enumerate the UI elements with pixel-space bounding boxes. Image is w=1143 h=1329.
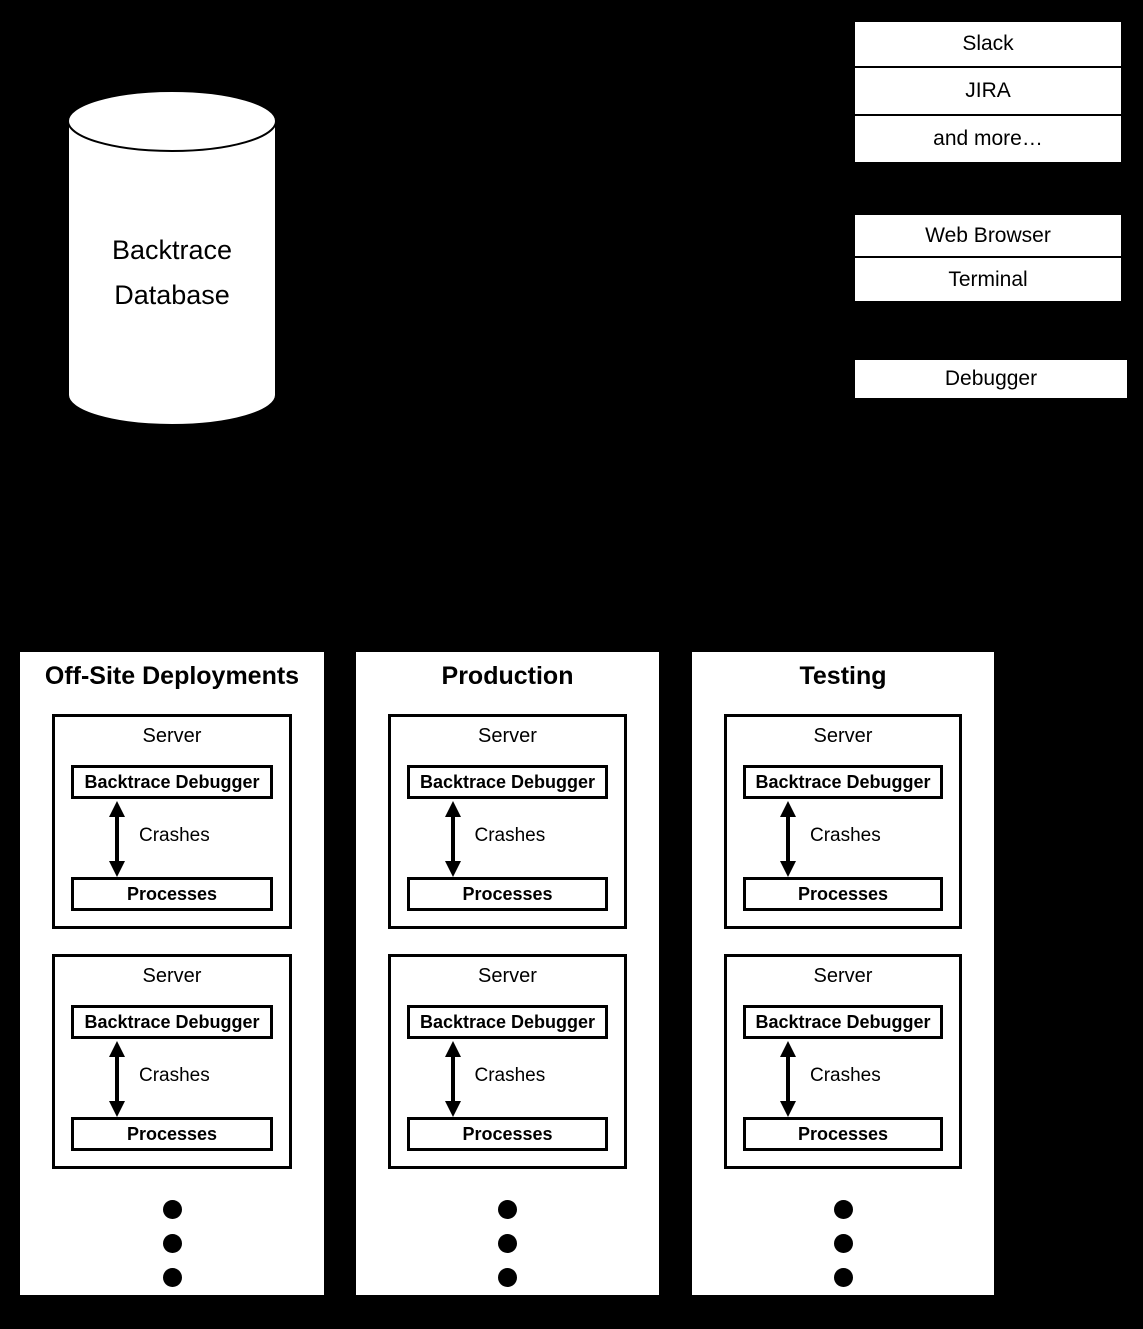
panel-title: Production <box>441 662 574 690</box>
debugger-stack: Debugger <box>853 358 1129 400</box>
cylinder-top-ellipse <box>67 90 277 152</box>
backtrace-debugger-box[interactable]: Backtrace Debugger <box>743 765 943 799</box>
database-label: Backtrace Database <box>111 235 233 310</box>
ellipsis-dot <box>833 1268 853 1287</box>
ellipsis-dot <box>162 1234 182 1253</box>
environment-panel-production: Production Server Backtrace Debugger Cra… <box>356 652 659 1295</box>
ellipsis-dots <box>356 1200 659 1287</box>
stack-item-terminal[interactable]: Terminal <box>853 258 1123 303</box>
processes-box[interactable]: Processes <box>71 1117 273 1151</box>
ellipsis-dot <box>833 1234 853 1253</box>
integrations-stack: Slack JIRA and more… <box>853 20 1123 164</box>
backtrace-debugger-box[interactable]: Backtrace Debugger <box>407 1005 608 1039</box>
panel-title: Testing <box>799 662 887 690</box>
ellipsis-dot <box>498 1268 517 1287</box>
server-box: Server Backtrace Debugger Crashes Proces… <box>52 954 292 1169</box>
crashes-double-arrow-icon <box>104 1041 130 1117</box>
processes-box[interactable]: Processes <box>743 877 943 911</box>
stack-item-debugger[interactable]: Debugger <box>853 358 1129 400</box>
backtrace-debugger-box[interactable]: Backtrace Debugger <box>71 765 273 799</box>
backtrace-debugger-box[interactable]: Backtrace Debugger <box>407 765 608 799</box>
crashes-label: Crashes <box>810 825 881 846</box>
server-box: Server Backtrace Debugger Crashes Proces… <box>388 954 627 1169</box>
server-title: Server <box>813 725 873 747</box>
server-title: Server <box>813 965 873 987</box>
stack-item-jira[interactable]: JIRA <box>853 68 1123 116</box>
server-title: Server <box>142 965 202 987</box>
ellipsis-dot <box>833 1200 853 1219</box>
database-cylinder <box>67 90 277 426</box>
ellipsis-dot <box>498 1234 517 1253</box>
crashes-label: Crashes <box>810 1065 881 1086</box>
processes-box[interactable]: Processes <box>407 1117 608 1151</box>
stack-item-web-browser[interactable]: Web Browser <box>853 213 1123 258</box>
server-box: Server Backtrace Debugger Crashes Proces… <box>52 714 292 929</box>
processes-box[interactable]: Processes <box>743 1117 943 1151</box>
server-box: Server Backtrace Debugger Crashes Proces… <box>388 714 627 929</box>
crashes-label: Crashes <box>139 825 210 846</box>
stack-item-slack[interactable]: Slack <box>853 20 1123 68</box>
server-box: Server Backtrace Debugger Crashes Proces… <box>724 714 962 929</box>
crashes-double-arrow-icon <box>775 1041 801 1117</box>
ellipsis-dot <box>162 1200 182 1219</box>
server-box: Server Backtrace Debugger Crashes Proces… <box>724 954 962 1169</box>
processes-box[interactable]: Processes <box>407 877 608 911</box>
crashes-double-arrow-icon <box>440 801 466 877</box>
crashes-label: Crashes <box>139 1065 210 1086</box>
crashes-label: Crashes <box>474 825 546 846</box>
server-title: Server <box>478 965 537 987</box>
crashes-double-arrow-icon <box>104 801 130 877</box>
stack-item-and-more[interactable]: and more… <box>853 116 1123 164</box>
clients-stack: Web Browser Terminal <box>853 213 1123 303</box>
backtrace-debugger-box[interactable]: Backtrace Debugger <box>743 1005 943 1039</box>
environment-panel-testing: Testing Server Backtrace Debugger Crashe… <box>692 652 994 1295</box>
crashes-double-arrow-icon <box>775 801 801 877</box>
processes-box[interactable]: Processes <box>71 877 273 911</box>
ellipsis-dots <box>20 1200 324 1287</box>
backtrace-debugger-box[interactable]: Backtrace Debugger <box>71 1005 273 1039</box>
ellipsis-dot <box>498 1200 517 1219</box>
panel-title: Off-Site Deployments <box>44 662 300 690</box>
ellipsis-dots <box>692 1200 994 1287</box>
crashes-double-arrow-icon <box>440 1041 466 1117</box>
crashes-label: Crashes <box>474 1065 546 1086</box>
cylinder-body <box>67 120 277 426</box>
server-title: Server <box>478 725 537 747</box>
ellipsis-dot <box>162 1268 182 1287</box>
environment-panel-off-site-deployments: Off-Site Deployments Server Backtrace De… <box>20 652 324 1295</box>
server-title: Server <box>142 725 202 747</box>
